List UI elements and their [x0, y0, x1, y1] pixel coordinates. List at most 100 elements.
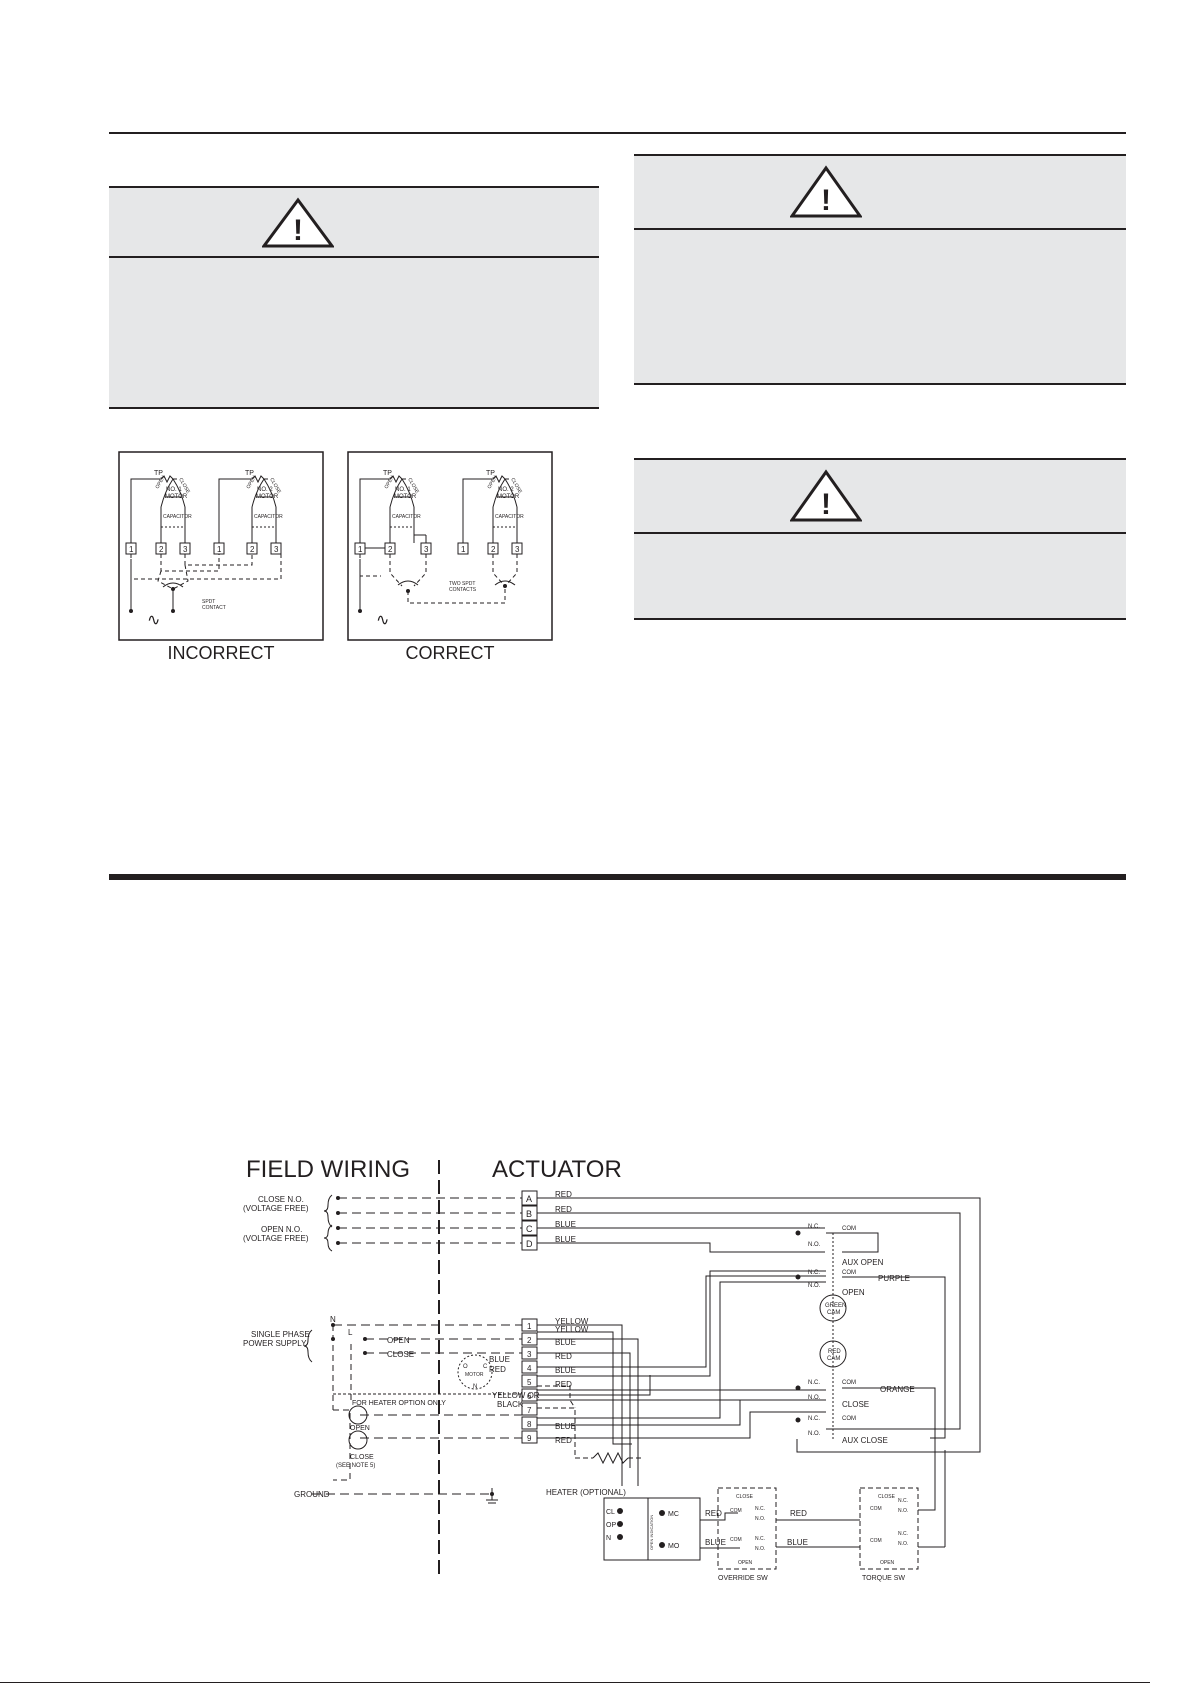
warning-right2-bottom-rule	[634, 618, 1126, 620]
red-cam-1: RED	[828, 1349, 841, 1355]
field-wiring-diagram: FIELD WIRING ACTUATOR	[243, 1156, 981, 1582]
board-mc: MC	[668, 1511, 679, 1518]
warning-left-mid-rule	[109, 256, 599, 258]
warning-left-body	[109, 258, 599, 407]
m1-capacitor: CAPACITOR	[163, 514, 192, 520]
warning-left-triangle-icon: !	[262, 197, 334, 248]
inc-ac-symbol: ∿	[147, 612, 160, 629]
board-cl: CL	[606, 1509, 615, 1516]
cor-ac-symbol: ∿	[376, 612, 389, 629]
board-n: N	[606, 1535, 611, 1542]
torque-no2: N.O.	[898, 1541, 908, 1547]
term-a: A	[526, 1194, 532, 1204]
open-sw-no: N.O.	[808, 1283, 821, 1289]
motor-black-label: BLACK	[497, 1400, 524, 1409]
term-3: 3	[527, 1350, 532, 1359]
override-close: CLOSE	[736, 1494, 754, 1500]
warning-right2-triangle-icon: !	[790, 469, 862, 522]
c-m2-name1: NO. 2	[498, 487, 514, 493]
cor-term-6: 3	[515, 545, 520, 554]
wire-1b: YELLOW	[555, 1325, 589, 1334]
term-2: 2	[527, 1336, 532, 1345]
green-cam-1: GREEN	[825, 1303, 846, 1309]
motor-n: N	[473, 1384, 477, 1390]
warning-right1-bottom-rule	[634, 383, 1126, 385]
warning-right1-triangle-icon: !	[790, 165, 862, 218]
term-d: D	[526, 1239, 533, 1249]
actuator-title: ACTUATOR	[492, 1156, 622, 1183]
term-9: 9	[527, 1434, 532, 1443]
inc-term-1: 1	[129, 545, 134, 554]
m1-name2: MOTOR	[165, 494, 188, 500]
warning-right2-symbol: !	[821, 488, 831, 521]
motor-c: C	[483, 1364, 488, 1370]
override-no1: N.O.	[755, 1516, 765, 1522]
warning-left-symbol: !	[293, 214, 303, 247]
m1-tp-label: TP	[154, 470, 163, 477]
override-nc1: N.C.	[755, 1506, 765, 1512]
wire-c: BLUE	[555, 1220, 576, 1229]
warning-right2-top-rule	[634, 458, 1126, 460]
n-label: N	[330, 1315, 336, 1324]
close-no-label: CLOSE N.O.	[258, 1195, 304, 1204]
ground-label: GROUND	[294, 1490, 330, 1499]
warning-right1-band	[634, 156, 1126, 228]
aux-close-label: AUX CLOSE	[842, 1436, 888, 1445]
inc-contact-2: CONTACT	[202, 605, 226, 611]
term-b: B	[526, 1209, 532, 1219]
override-com1: COM	[730, 1508, 742, 1514]
close-sw-nc: N.C.	[808, 1380, 820, 1386]
torque-no1: N.O.	[898, 1508, 908, 1514]
inc-term-4: 1	[217, 545, 222, 554]
wire-a: RED	[555, 1190, 572, 1199]
torque-nc2: N.C.	[898, 1531, 908, 1537]
board-red-label: RED	[705, 1509, 722, 1518]
cor-term-3: 3	[424, 545, 429, 554]
board-blue-label: BLUE	[705, 1538, 726, 1547]
wire-1a: YELLOW	[555, 1317, 589, 1326]
open-sw-com: COM	[842, 1270, 856, 1276]
m2-capacitor: CAPACITOR	[254, 514, 283, 520]
torque-com1: COM	[870, 1506, 882, 1512]
open-field-label: OPEN	[387, 1336, 410, 1345]
cor-term-1: 1	[358, 545, 363, 554]
warning-right2-band	[634, 460, 1126, 532]
power-supply-label: POWER SUPPLY	[243, 1339, 307, 1348]
m2-name1: NO. 2	[257, 487, 273, 493]
c-m2-capacitor: CAPACITOR	[495, 514, 524, 520]
wire-4: BLUE	[555, 1366, 576, 1375]
c-m1-name1: NO. 1	[395, 487, 411, 493]
cor-contact-1: TWO SPDT	[449, 581, 475, 587]
board-mo: MO	[668, 1543, 680, 1550]
l-label: L	[348, 1328, 353, 1337]
override-sw-label: OVERRIDE SW	[718, 1575, 768, 1582]
board-side-label: OPEN INDICATION	[649, 1515, 654, 1550]
term-7: 7	[527, 1406, 532, 1415]
heater-option-label: FOR HEATER OPTION ONLY	[352, 1400, 446, 1407]
wire-b: RED	[555, 1205, 572, 1214]
bottom-rule	[0, 1682, 1150, 1683]
close-sw-no: N.O.	[808, 1395, 821, 1401]
warning-left-band	[109, 188, 599, 256]
override-red-label: RED	[790, 1509, 807, 1518]
incorrect-caption: INCORRECT	[167, 643, 275, 663]
warning-left-bottom-rule	[109, 407, 599, 409]
c-m1-tp-label: TP	[383, 470, 392, 477]
inc-term-6: 3	[274, 545, 279, 554]
torque-open: OPEN	[880, 1560, 895, 1566]
warning-right1-mid-rule	[634, 228, 1126, 230]
orange-label: ORANGE	[880, 1385, 915, 1394]
wire-d: BLUE	[555, 1235, 576, 1244]
close-no-sub: (VOLTAGE FREE)	[243, 1204, 309, 1213]
inc-contact-1: SPDT	[202, 599, 215, 605]
open-button-label: OPEN	[350, 1425, 370, 1432]
warning-right2-mid-rule	[634, 532, 1126, 534]
board-op: OP	[606, 1522, 616, 1529]
term-8: 8	[527, 1420, 532, 1429]
inc-term-3: 3	[183, 545, 188, 554]
c-m2-name2: MOTOR	[497, 494, 520, 500]
torque-close: CLOSE	[878, 1494, 896, 1500]
open-sw-nc: N.C.	[808, 1270, 820, 1276]
inc-term-2: 2	[159, 545, 164, 554]
field-wiring-title: FIELD WIRING	[246, 1156, 410, 1183]
